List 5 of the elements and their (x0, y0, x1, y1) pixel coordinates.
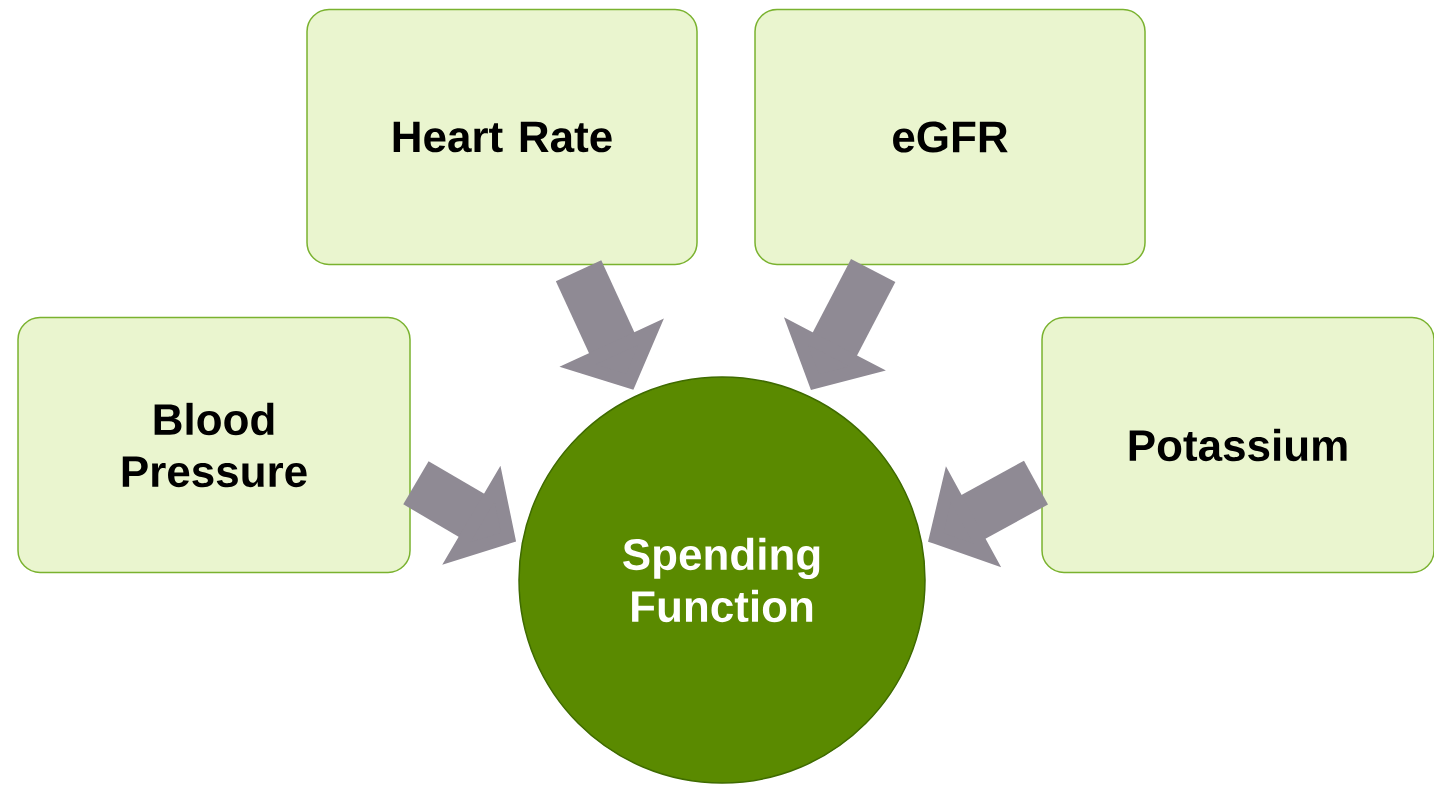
circle-node: Spending Function (518, 376, 926, 784)
rounded-box: Potassium (1041, 316, 1434, 574)
rounded-box: Heart Rate (306, 8, 698, 266)
rounded-box: eGFR (754, 8, 1146, 266)
rounded-box: Blood Pressure (17, 316, 411, 574)
